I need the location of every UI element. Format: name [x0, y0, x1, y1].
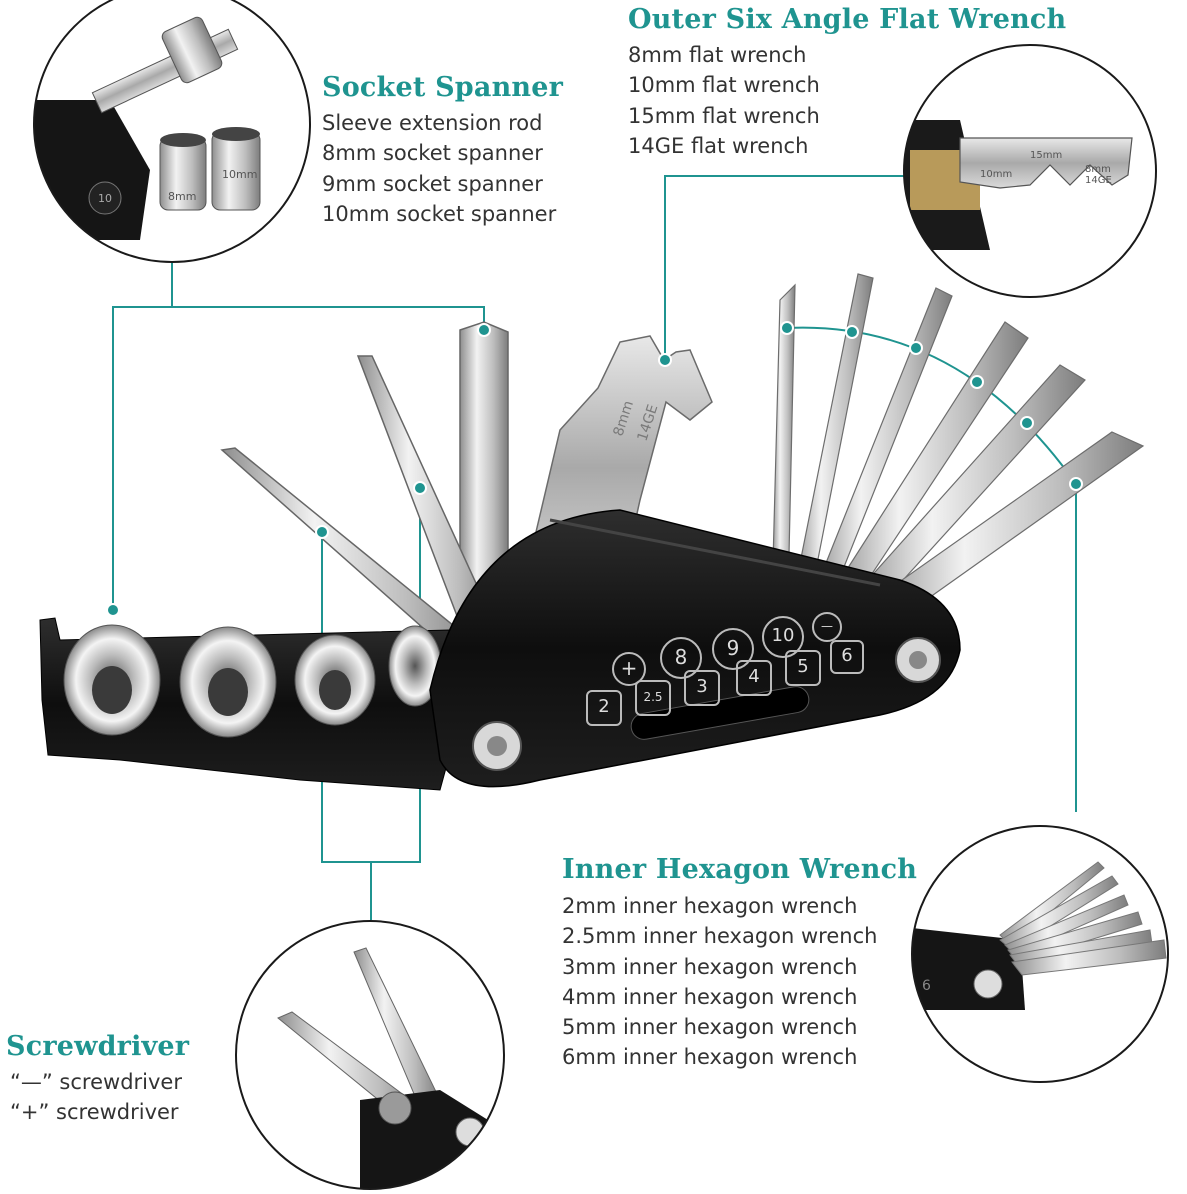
flat-wrench-heading: Outer Six Angle Flat Wrench: [628, 4, 1067, 35]
list-item: 8mm socket spanner: [322, 141, 543, 166]
flat-closeup-label-15mm: 15mm: [1030, 150, 1062, 161]
marking-4: 4: [736, 660, 772, 696]
marking-2-5: 2.5: [635, 680, 671, 716]
hex-arc-connector: [786, 326, 1077, 485]
screwdriver-heading: Screwdriver: [6, 1031, 190, 1062]
hex-wrench-list: 2mm inner hexagon wrench 2.5mm inner hex…: [562, 891, 877, 1073]
marking-2: 2: [586, 690, 622, 726]
socket-spanner-list: Sleeve extension rod 8mm socket spanner …: [322, 108, 556, 229]
list-item: 15mm flat wrench: [628, 103, 820, 128]
closeup-flat-wrench: 15mm 10mm 8mm 14GE: [903, 44, 1157, 298]
closeup-socket: 8mm 10mm 10: [33, 0, 311, 263]
marking-minus: —: [812, 612, 842, 642]
marking-plus: +: [612, 652, 646, 686]
connector-dots: [106, 321, 1083, 617]
list-item: Sleeve extension rod: [322, 111, 543, 135]
list-item: 2.5mm inner hexagon wrench: [562, 924, 878, 949]
list-item: 6mm inner hexagon wrench: [562, 1045, 858, 1070]
flat-closeup-label-14ge: 14GE: [1085, 175, 1112, 186]
hex-wrench-heading: Inner Hexagon Wrench: [562, 854, 918, 885]
screwdriver-list: “—” screwdriver “+” screwdriver: [10, 1067, 182, 1128]
list-item: 8mm flat wrench: [628, 43, 807, 67]
list-item: 2mm inner hexagon wrench: [562, 894, 858, 918]
flat-closeup-label-8mm: 8mm: [1085, 164, 1111, 175]
flat-closeup-label-10mm: 10mm: [980, 169, 1012, 180]
closeup-hex-wrench: 6: [911, 825, 1169, 1083]
socket-closeup-label-8mm: 8mm: [168, 190, 196, 203]
list-item: 3mm inner hexagon wrench: [562, 954, 858, 979]
marking-8: 8: [660, 637, 702, 679]
list-item: 10mm socket spanner: [322, 201, 557, 226]
list-item: 9mm socket spanner: [322, 171, 543, 196]
flat-wrench-list: 8mm flat wrench 10mm flat wrench 15mm fl…: [628, 40, 820, 161]
marking-3: 3: [684, 670, 720, 706]
list-item: 5mm inner hexagon wrench: [562, 1015, 858, 1040]
socket-spanner-heading: Socket Spanner: [322, 72, 564, 103]
list-item: 4mm inner hexagon wrench: [562, 984, 858, 1009]
marking-5: 5: [785, 650, 821, 686]
marking-9: 9: [712, 628, 754, 670]
socket-connector-rod: [172, 306, 485, 330]
sockets: [63, 624, 442, 738]
socket-closeup-label-10mm: 10mm: [222, 168, 257, 181]
closeup-screwdriver: [235, 920, 505, 1190]
marking-10: 10: [762, 616, 804, 658]
list-item: “+” screwdriver: [10, 1100, 179, 1125]
hex-keys: [771, 273, 1145, 623]
list-item: 10mm flat wrench: [628, 73, 820, 98]
socket-closeup-label-10: 10: [98, 192, 112, 205]
list-item: 14GE flat wrench: [628, 133, 809, 158]
list-item: “—” screwdriver: [10, 1070, 182, 1094]
flat-wrench-connector: [664, 175, 906, 360]
marking-6: 6: [830, 640, 864, 674]
socket-connector: [112, 262, 173, 608]
socket-holder: [39, 617, 471, 791]
hex-closeup-label-6: 6: [922, 978, 931, 994]
